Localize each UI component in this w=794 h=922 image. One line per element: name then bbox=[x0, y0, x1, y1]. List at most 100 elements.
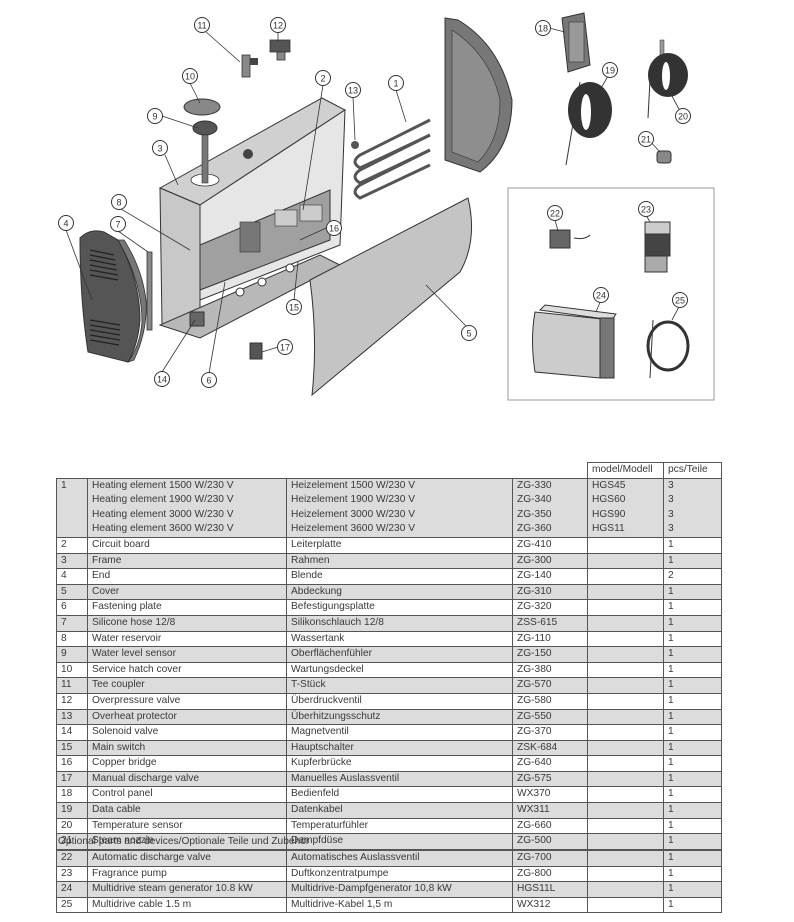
cell-model bbox=[587, 568, 664, 585]
callout-circle bbox=[315, 70, 331, 86]
part-heating-element bbox=[353, 118, 431, 200]
cell-en: Steam nozzle bbox=[87, 833, 287, 850]
callout-10: 10 bbox=[182, 68, 198, 84]
part-control-panel bbox=[561, 12, 591, 73]
cell-pcs: 1 bbox=[663, 896, 722, 914]
cell-en-line: Heating element 3000 W/230 V bbox=[92, 508, 234, 520]
cell-de: Hauptschalter bbox=[286, 739, 513, 757]
cell-en: Cover bbox=[87, 583, 287, 601]
callout-14: 14 bbox=[154, 371, 170, 387]
cell-en: Circuit board bbox=[87, 536, 287, 554]
callout-label: 6 bbox=[206, 376, 211, 386]
cell-code: WX311 bbox=[512, 802, 588, 819]
cell-en: Temperature sensor bbox=[87, 817, 287, 835]
cell-model bbox=[587, 552, 664, 570]
cell-num: 4 bbox=[56, 568, 88, 585]
cell-num: 6 bbox=[56, 599, 88, 616]
part-multidrive-cable bbox=[646, 319, 690, 379]
cell-en: Multidrive cable 1.5 m bbox=[87, 896, 287, 914]
cell-pcs: 1 bbox=[663, 850, 722, 867]
cell-pcs: 1 bbox=[663, 739, 722, 757]
callout-label: 3 bbox=[157, 144, 162, 154]
callout-circle bbox=[182, 68, 198, 84]
cell-num: 10 bbox=[56, 661, 88, 679]
cell-model bbox=[587, 881, 664, 898]
callout-circle bbox=[345, 82, 361, 98]
cell-en: Data cable bbox=[87, 802, 287, 819]
callout-label: 4 bbox=[63, 219, 68, 229]
callout-5: 5 bbox=[461, 325, 477, 341]
table-header-row: model/Modell pcs/Teile bbox=[56, 462, 722, 479]
cell-model bbox=[587, 724, 664, 741]
cell-de-line: Heizelement 1900 W/230 V bbox=[291, 494, 416, 506]
callout-24: 24 bbox=[593, 287, 609, 303]
cell-en: Water reservoir bbox=[87, 630, 287, 648]
cell-de: Rahmen bbox=[286, 552, 513, 570]
part-end-panel-right bbox=[444, 17, 513, 173]
callout-8: 8 bbox=[111, 194, 127, 210]
cell-code: ZG-640 bbox=[512, 755, 588, 772]
cell-pcs-line: 3 bbox=[668, 508, 674, 520]
callout-4: 4 bbox=[58, 215, 74, 231]
cell-pcs: 1 bbox=[663, 661, 722, 679]
part-water-level-sensor bbox=[192, 120, 218, 184]
callout-circle bbox=[535, 20, 551, 36]
callout-label: 15 bbox=[289, 303, 299, 313]
cell-de: Duftkonzentratpumpe bbox=[286, 865, 513, 883]
cell-num: 13 bbox=[56, 708, 88, 726]
part-multidrive-steam-generator bbox=[532, 304, 617, 379]
part-end-panel-left bbox=[79, 230, 147, 363]
cell-de: Silikonschlauch 12/8 bbox=[286, 614, 513, 632]
cell-code: ZG-500 bbox=[512, 833, 588, 850]
callout-label: 10 bbox=[185, 72, 195, 82]
cell-num: 17 bbox=[56, 770, 88, 788]
part-fragrance-pump bbox=[644, 221, 671, 273]
cell-en: Frame bbox=[87, 552, 287, 570]
cell-de: Überdruckventil bbox=[286, 692, 513, 710]
cell-model bbox=[587, 755, 664, 772]
cell-code: ZG-570 bbox=[512, 677, 588, 694]
callout-label: 14 bbox=[157, 375, 167, 385]
cell-model bbox=[587, 802, 664, 819]
cell-de: Blende bbox=[286, 568, 513, 585]
callout-3: 3 bbox=[152, 140, 168, 156]
cell-pcs: 1 bbox=[663, 646, 722, 663]
callout-circle bbox=[388, 75, 404, 91]
callout-circle bbox=[270, 17, 286, 33]
callout-circle bbox=[110, 216, 126, 232]
exploded-parts-diagram: 1234567891011121314151617181920212223242… bbox=[58, 12, 715, 401]
cell-num: 9 bbox=[56, 646, 88, 663]
cell-model bbox=[587, 786, 664, 804]
callout-circle bbox=[593, 287, 609, 303]
callout-label: 16 bbox=[329, 224, 339, 234]
part-manual-discharge-valve bbox=[249, 342, 263, 360]
cell-num: 23 bbox=[56, 865, 88, 883]
cell-pcs: 1 bbox=[663, 786, 722, 804]
cell-pcs: 1 bbox=[663, 630, 722, 648]
callout-circle bbox=[602, 62, 618, 78]
cell-model bbox=[587, 850, 664, 867]
cell-de-line: Heizelement 1500 W/230 V bbox=[291, 479, 416, 491]
cell-de: Temperaturfühler bbox=[286, 817, 513, 835]
cell-model bbox=[587, 583, 664, 601]
callout-7: 7 bbox=[110, 216, 126, 232]
cell-pcs: 1 bbox=[663, 755, 722, 772]
cell-de-line: Heizelement 3600 W/230 V bbox=[291, 523, 416, 535]
callout-label: 22 bbox=[550, 209, 560, 219]
cell-num: 1 bbox=[56, 477, 88, 538]
cell-de: Manuelles Auslassventil bbox=[286, 770, 513, 788]
callout-label: 11 bbox=[197, 21, 206, 31]
cell-pcs: 1 bbox=[663, 677, 722, 694]
cell-model bbox=[587, 599, 664, 616]
cell-model-line: HGS90 bbox=[592, 508, 626, 520]
cell-de: Abdeckung bbox=[286, 583, 513, 601]
cell-num: 15 bbox=[56, 739, 88, 757]
header-model: model/Modell bbox=[587, 462, 664, 479]
callout-label: 12 bbox=[273, 21, 283, 31]
cell-pcs: 1 bbox=[663, 599, 722, 616]
cell-code: WX370 bbox=[512, 786, 588, 804]
